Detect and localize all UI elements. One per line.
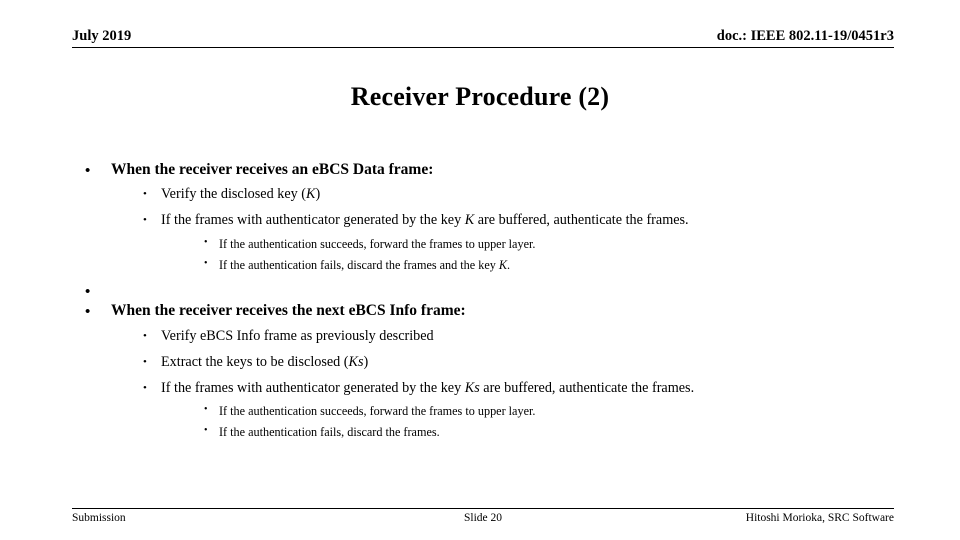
bullet-level-2-item: If the frames with authenticator generat… [137, 212, 902, 273]
bullet-level-3-item-text: If the authentication fails, discard the… [219, 257, 511, 272]
bullet-list-level-3: If the authentication succeeds, forward … [199, 404, 902, 440]
bullet-level-3-item-text: If the authentication fails, discard the… [219, 425, 440, 440]
slide-header: July 2019 doc.: IEEE 802.11-19/0451r3 [72, 28, 894, 48]
bullet-level-2-item-text: Verify eBCS Info frame as previously des… [161, 327, 434, 344]
key-symbol: Ks [464, 379, 480, 396]
bullet-level-3-item: If the authentication fails, discard the… [199, 425, 902, 441]
bullet-level-2-item-text: If the frames with authenticator generat… [161, 212, 689, 229]
key-symbol: K [305, 186, 316, 203]
bullet-list-level-2: Verify eBCS Info frame as previously des… [137, 328, 902, 441]
footer-submission-label: Submission [72, 512, 126, 524]
bullet-level-2-item: Extract the keys to be disclosed (Ks) [137, 354, 902, 372]
section-heading: When the receiver receives the next eBCS… [111, 302, 466, 320]
bullet-level-3-item-text: If the authentication succeeds, forward … [219, 237, 536, 252]
bullet-list-level-3: If the authentication succeeds, forward … [199, 237, 902, 273]
key-symbol: K [464, 212, 475, 229]
footer-slide-number: Slide 20 [463, 512, 502, 524]
bullet-level-2-item: Verify the disclosed key (K) [137, 186, 902, 204]
bullet-level-1-section-1: When the receiver receives an eBCS Data … [72, 160, 902, 273]
bullet-level-3-item: If the authentication fails, discard the… [199, 258, 902, 274]
section-heading: When the receiver receives an eBCS Data … [111, 161, 434, 178]
bullet-level-1-section-2: When the receiver receives the next eBCS… [72, 301, 902, 440]
bullet-level-3-item: If the authentication succeeds, forward … [199, 404, 902, 420]
bullet-level-2-item: If the frames with authenticator generat… [137, 380, 902, 441]
slide-footer: Submission Slide 20 Hitoshi Morioka, SRC… [72, 508, 894, 524]
section-spacer [72, 281, 902, 301]
bullet-level-3-item-text: If the authentication succeeds, forward … [219, 404, 536, 419]
bullet-list-level-1: When the receiver receives an eBCS Data … [72, 160, 902, 441]
bullet-level-2-item-text: Extract the keys to be disclosed (Ks) [161, 353, 369, 370]
header-document-id: doc.: IEEE 802.11-19/0451r3 [716, 28, 894, 44]
page-title: Receiver Procedure (2) [350, 82, 610, 111]
footer-author: Hitoshi Morioka, SRC Software [745, 512, 894, 524]
key-symbol: Ks [348, 353, 364, 370]
bullet-list-level-2: Verify the disclosed key (K) If the frame… [137, 186, 902, 273]
key-symbol: K [498, 257, 508, 272]
bullet-level-2-item-text: Verify the disclosed key (K) [161, 186, 321, 203]
bullet-level-3-item: If the authentication succeeds, forward … [199, 237, 902, 253]
bullet-level-2-item: Verify eBCS Info frame as previously des… [137, 328, 902, 346]
header-date: July 2019 [72, 28, 132, 44]
bullet-level-2-item-text: If the frames with authenticator generat… [161, 379, 695, 396]
slide-body: When the receiver receives an eBCS Data … [72, 160, 902, 449]
